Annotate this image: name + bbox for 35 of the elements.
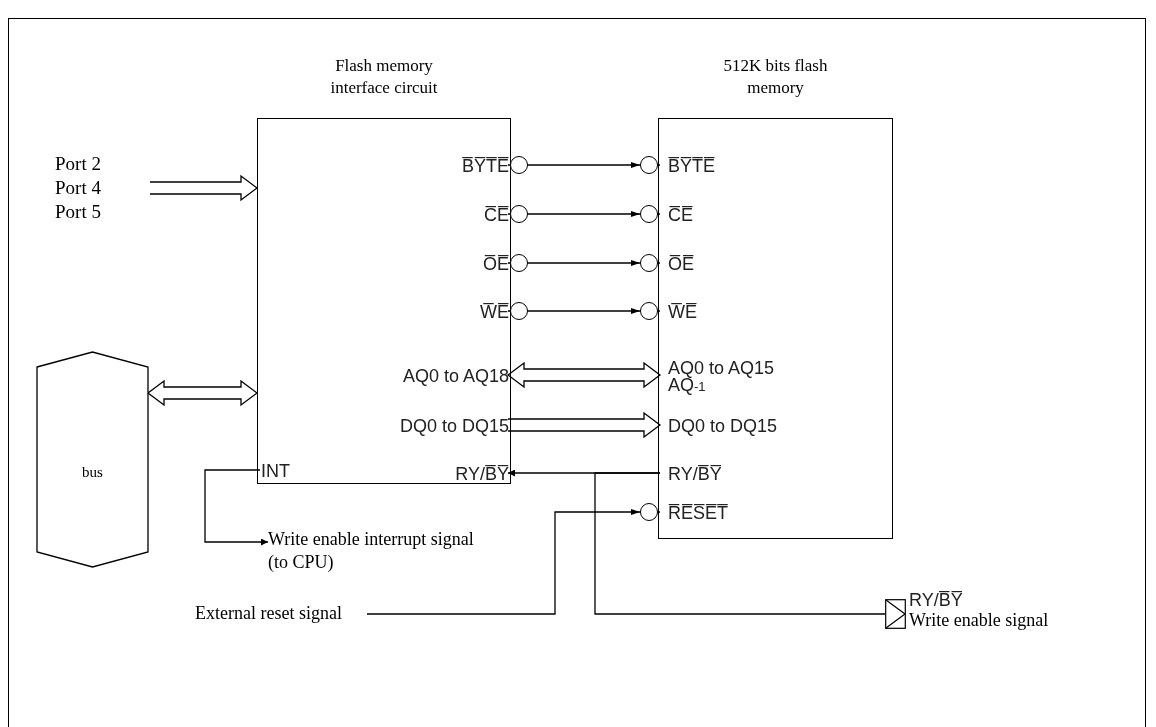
signal-line <box>507 162 661 168</box>
pin-label: DQ0 to DQ15 <box>399 416 509 436</box>
pin-label: AQ0 to AQ15 <box>668 360 775 377</box>
bus-arrow <box>506 361 662 389</box>
signal-line <box>507 211 661 217</box>
pin-label: R̅E̅S̅E̅T̅ <box>668 503 728 523</box>
block-title: 512K bits flash memory <box>723 55 828 99</box>
signal-line <box>366 509 661 615</box>
signal-description: Write enable signal <box>909 610 1049 630</box>
pin-label: DQ0 to DQ15 <box>668 416 778 436</box>
signal-line <box>507 260 661 266</box>
pin-label: W̅E̅ <box>668 302 697 322</box>
pin-label: RY/B̅Y̅ <box>668 464 722 484</box>
signal-text: External reset signal <box>195 602 343 625</box>
pin-label: C̅E̅ <box>484 205 509 225</box>
signal-line <box>507 308 661 314</box>
bus-arrow <box>146 379 259 407</box>
pin-label: C̅E̅ <box>668 205 693 225</box>
pin-label: B̅Y̅T̅E̅ <box>668 156 715 176</box>
bus-arrow <box>507 411 662 439</box>
signal-line <box>204 469 269 546</box>
block-title: Flash memory interface circuit <box>329 55 439 99</box>
pin-label: W̅E̅ <box>480 302 509 322</box>
pin-label: O̅E̅ <box>668 254 694 274</box>
signal-text: Write enable interrupt signal (to CPU) <box>268 528 475 574</box>
signal-text: Port 2 Port 4 Port 5 <box>55 152 102 224</box>
pin-label: RY/B̅Y̅ <box>455 464 509 484</box>
bus-label: bus <box>81 464 104 481</box>
pin-label: INT <box>261 461 290 481</box>
bus-arrow <box>149 174 259 202</box>
pin-label: O̅E̅ <box>483 254 509 274</box>
signal-name: RY/B̅Y̅ <box>909 590 964 610</box>
pin-label: AQ0 to AQ18 <box>402 366 509 386</box>
pin-label: B̅Y̅T̅E̅ <box>462 156 509 176</box>
signal-line <box>594 472 886 615</box>
